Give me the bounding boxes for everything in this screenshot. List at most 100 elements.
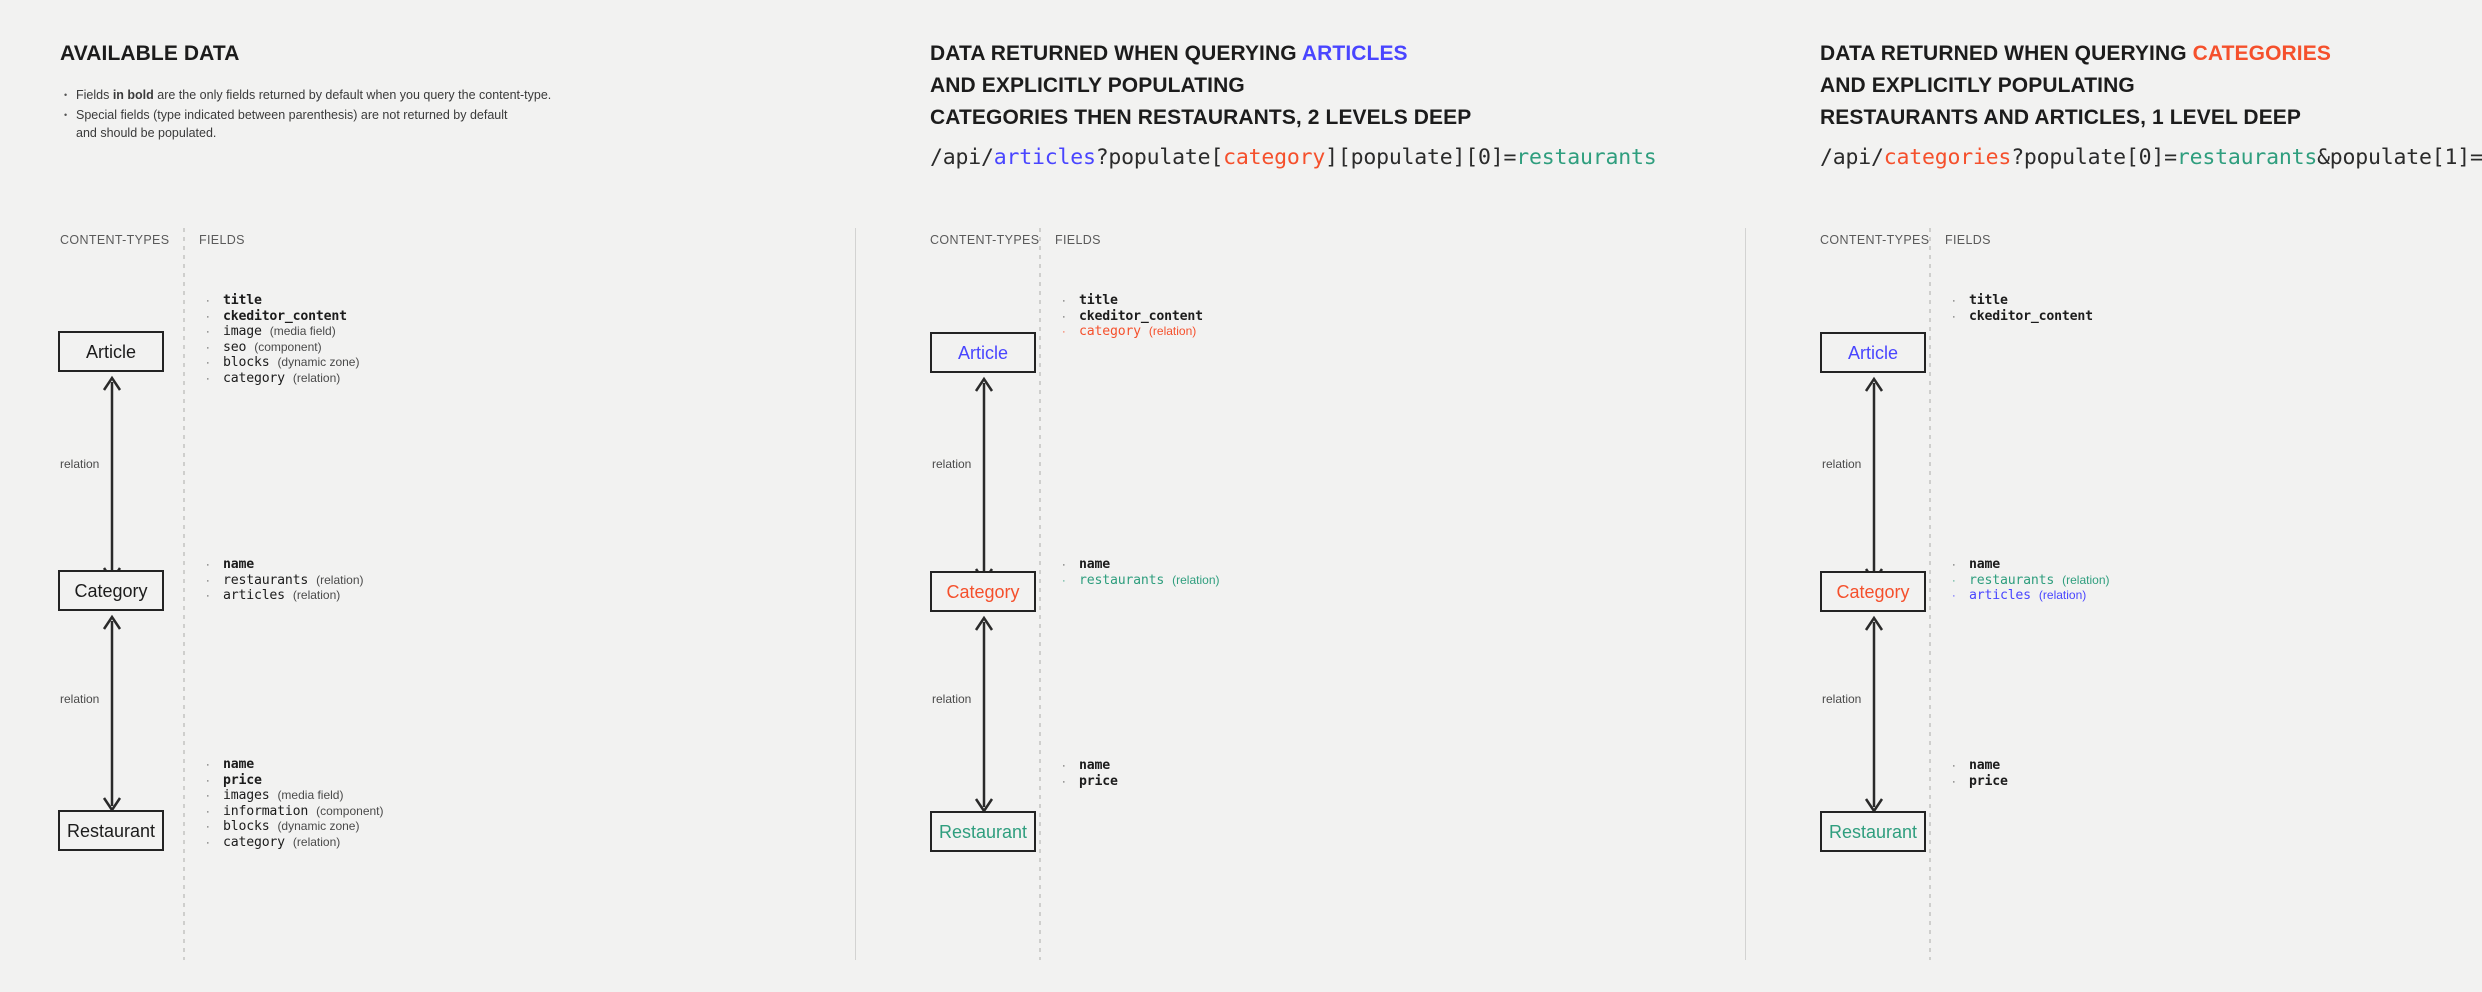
panel-1-heading: AVAILABLE DATA [60, 38, 240, 70]
field-type: (media field) [269, 324, 336, 339]
field-type: (relation) [2038, 588, 2087, 603]
url-segment-2: ?populate[ [1095, 145, 1224, 170]
node-label-article: Article [957, 342, 1008, 363]
url-segment-2: ?populate[0]= [2011, 145, 2177, 170]
field-name: price [223, 772, 262, 788]
field-row: ·title [1062, 293, 1203, 309]
field-name: ckeditor_content [1969, 308, 2093, 324]
node-label-article: Article [1847, 342, 1898, 363]
field-name: ckeditor_content [223, 308, 347, 324]
node-label-category: Category [1836, 581, 1910, 602]
field-row: ·price [1952, 774, 2008, 790]
panel-3-fields-label: FIELDS [1945, 233, 1991, 247]
field-row: ·articles(relation) [1952, 588, 2110, 604]
bullet-icon: · [1952, 775, 1956, 788]
fields-restaurant: ·name·price·images(media field)·informat… [206, 757, 384, 851]
bullet-icon: · [1952, 574, 1956, 587]
panel-2-fields-label: FIELDS [1055, 233, 1101, 247]
field-row: ·blocks(dynamic zone) [206, 819, 384, 835]
bullet-icon: · [206, 821, 210, 834]
url-segment-4: &populate[1]= [2317, 145, 2482, 170]
field-row: ·category(relation) [206, 835, 384, 851]
panel-3-url: /api/categories?populate[0]=restaurants&… [1820, 145, 2482, 170]
field-name: name [1079, 758, 1110, 773]
relation-arrow-category-restaurant [974, 615, 994, 814]
panel-query-categories: DATA RETURNED WHEN QUERYING CATEGORIES A… [1746, 0, 2482, 992]
node-label-category: Category [74, 580, 148, 601]
node-box-restaurant[interactable]: Restaurant [930, 811, 1036, 852]
field-row: ·restaurants(relation) [1062, 573, 1220, 589]
field-name: name [223, 557, 254, 572]
node-box-article[interactable]: Article [930, 332, 1036, 373]
field-name: restaurants [223, 572, 309, 588]
field-name: information [223, 803, 309, 819]
field-name: images [223, 788, 270, 804]
field-row: ·ckeditor_content [1062, 309, 1203, 325]
panel-3-heading-keyword: CATEGORIES [2192, 42, 2331, 65]
field-row: ·category(relation) [206, 371, 359, 387]
node-box-restaurant[interactable]: Restaurant [1820, 811, 1926, 852]
bullet-icon: · [206, 805, 210, 818]
node-box-category[interactable]: Category [58, 570, 164, 611]
fields-article: ·title·ckeditor_content·category(relatio… [1062, 293, 1203, 340]
fields-category: · name · restaurants(relation)·articles(rel… [1952, 557, 2110, 604]
field-name: name [1969, 557, 2000, 572]
panel-3-heading-line-2: AND EXPLICITLY POPULATING [1820, 74, 2135, 97]
bullet-icon: · [1062, 295, 1066, 307]
node-box-restaurant[interactable]: Restaurant [58, 810, 164, 851]
url-segment-3: restaurants [2176, 145, 2318, 170]
field-row: ·restaurants(relation) [1952, 573, 2110, 589]
fields-category: ·name·restaurants(relation) [1062, 557, 1220, 588]
field-name: category [1079, 324, 1141, 340]
bullet-icon: · [1062, 559, 1066, 571]
field-name: name [223, 757, 254, 772]
node-label-restaurant: Restaurant [66, 820, 156, 841]
node-box-category[interactable]: Category [1820, 571, 1926, 612]
field-name: name [1079, 557, 1110, 572]
bullet-icon: · [206, 372, 210, 385]
field-type: (relation) [292, 588, 341, 603]
bullet-icon: · [206, 310, 210, 323]
field-type: (dynamic zone) [277, 819, 360, 834]
panel-2-heading-line-2: AND EXPLICITLY POPULATING [930, 74, 1245, 97]
panel-3-dotted-divider [1929, 228, 1931, 960]
bullet-icon: · [206, 836, 210, 849]
node-box-category[interactable]: Category [930, 571, 1036, 612]
panel-3-heading-line-3: RESTAURANTS AND ARTICLES, 1 LEVEL DEEP [1820, 106, 2302, 129]
fields-category: ·name·restaurants(relation)·articles(rel… [206, 557, 364, 604]
url-segment-5: restaurants [1516, 145, 1657, 170]
field-name: restaurants [1079, 572, 1165, 588]
field-row: · price [206, 773, 384, 789]
field-row: ·title [1952, 293, 2093, 309]
panel-1-dotted-divider [183, 228, 185, 960]
relation-arrow-category-restaurant [102, 614, 122, 813]
field-row: ·name [206, 757, 384, 773]
bullet-icon: · [1952, 559, 1956, 571]
node-box-article[interactable]: Article [58, 331, 164, 372]
field-row: ·category(relation) [1062, 324, 1203, 340]
field-row: ·name [1952, 758, 2008, 774]
node-label-article: Article [85, 341, 136, 362]
url-segment-0: /api/ [1820, 145, 1884, 170]
field-row: ·image(media field) [206, 324, 359, 340]
field-type: (relation) [292, 370, 341, 385]
field-name: restaurants [1969, 572, 2055, 588]
bullet-icon: · [206, 774, 210, 787]
field-type: (relation) [1172, 572, 1220, 587]
field-row: ·blocks(dynamic zone) [206, 355, 359, 371]
panel-1-heading-line-1: AVAILABLE DATA [60, 42, 240, 65]
field-row: ·images(media field) [206, 788, 384, 804]
bullet-icon: · [1062, 326, 1066, 339]
field-row: ·articles(relation) [206, 588, 364, 604]
field-name: category [223, 834, 285, 850]
panel-query-articles: DATA RETURNED WHEN QUERYING ARTICLES AND… [856, 0, 1746, 992]
node-box-article[interactable]: Article [1820, 332, 1926, 373]
url-segment-3: category [1223, 145, 1326, 170]
field-row: ·ckeditor_content [1952, 309, 2093, 325]
bullet-icon: · [206, 574, 210, 587]
field-name: blocks [223, 355, 270, 371]
relation-arrow-article-category [102, 375, 122, 583]
panel-1-content-types-label: CONTENT-TYPES [60, 233, 170, 247]
panel-divider-1 [855, 228, 856, 960]
